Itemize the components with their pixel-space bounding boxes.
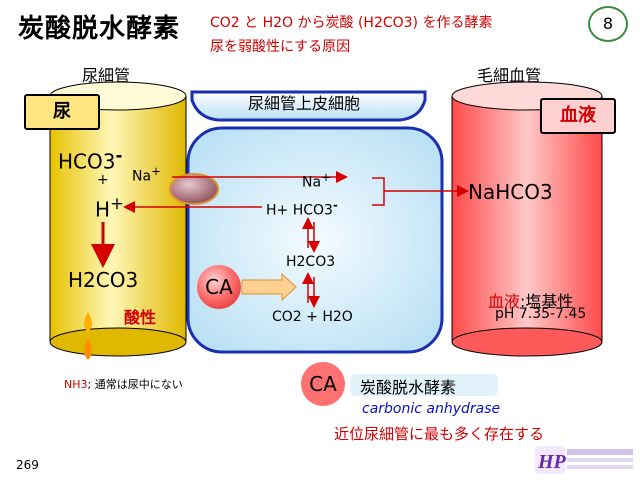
capillary-header: 毛細血管 — [477, 66, 542, 85]
h-ion-urine: H+ — [95, 194, 125, 222]
legend-enzyme-english: carbonic anhydrase — [362, 401, 501, 417]
plus-urine: + — [97, 172, 109, 188]
co2-h2o-cell: CO2 + H2O — [272, 309, 353, 325]
publisher-logo: HP — [535, 446, 633, 474]
capillary-cylinder — [451, 81, 603, 357]
legend-ca-icon: CA — [309, 372, 337, 396]
cell-header: 尿細管上皮細胞 — [248, 94, 361, 113]
acidic-label: 酸性 — [124, 308, 157, 327]
blood-label-box: 血液 — [540, 98, 616, 134]
na-ion-urine: Na+ — [132, 164, 161, 185]
subtitle-line-1: CO2 と H2O から炭酸 (H2CO3) を作る酵素 — [210, 15, 493, 31]
hco3-urine: HCO3- — [58, 146, 123, 174]
tubule-header: 尿細管 — [82, 66, 131, 85]
page-number-badge: 8 — [588, 6, 628, 42]
urine-label-box: 尿 — [24, 94, 100, 130]
blood-ph: pH 7.35-7.45 — [495, 306, 587, 322]
ca-enzyme-badge: CA — [197, 265, 241, 309]
slide-number: 269 — [16, 458, 39, 472]
legend-enzyme-name: 炭酸脱水酵素 — [360, 378, 457, 397]
nh3-note: NH3; 通常は尿中にない — [64, 378, 183, 391]
legend-location-note: 近位尿細管に最も多く存在する — [334, 425, 545, 443]
upper-cell-fragment — [190, 90, 427, 122]
page-title: 炭酸脱水酵素 — [18, 14, 181, 44]
subtitle-line-2: 尿を弱酸性にする原因 — [210, 39, 351, 55]
nahco3-blood: NaHCO3 — [468, 180, 553, 204]
blood-basic-label: 血液:塩基性 — [488, 292, 574, 311]
antiporter-icon — [169, 173, 219, 205]
svg-text:HP: HP — [537, 451, 567, 473]
h-hco3-cell: H+ HCO3- — [266, 198, 338, 219]
h2co3-cell: H2CO3 — [286, 254, 336, 270]
h2co3-urine: H2CO3 — [68, 268, 139, 292]
epithelial-cell — [186, 126, 444, 354]
na-ion-cell: Na+ — [302, 170, 331, 191]
